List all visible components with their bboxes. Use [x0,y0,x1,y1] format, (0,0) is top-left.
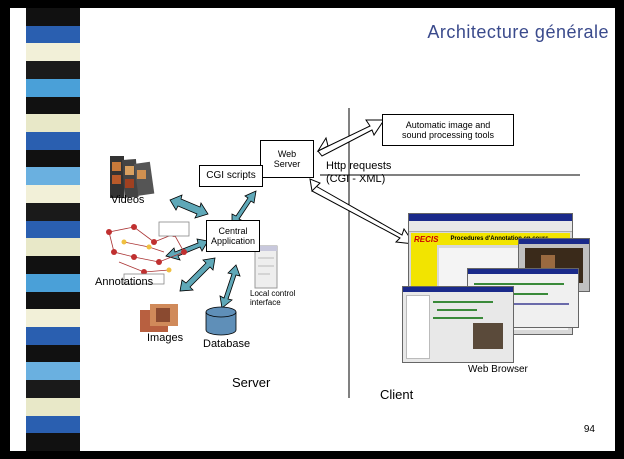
central-application-box: Central Application [206,220,260,252]
diagram-canvas [106,108,580,398]
slide: Architecture générale [10,8,615,451]
http-protocol-label: (CGI - XML) [326,173,386,185]
arrow-db-central [219,264,241,309]
browser-window-annotation [402,286,514,363]
arrow-to-tools [317,119,385,157]
images-label: Images [147,332,184,344]
arrow-images-central [179,257,216,292]
arrow-client-left [309,178,321,193]
database-label: Database [203,338,251,350]
local-control-screen-icon [254,245,278,289]
decorative-stripe [26,8,80,451]
annotation-graph-icon [106,221,190,285]
annotations-label: Annotations [95,276,154,288]
videos-label: Videos [111,194,145,206]
web-browser-label: Web Browser [468,364,528,375]
web-server-box: Web Server [260,140,314,178]
server-label: Server [232,375,271,390]
images-icon [140,304,178,332]
arrow-cgi-central [231,190,257,227]
slide-title: Architecture générale [427,22,609,42]
local-control-label: Local control interface [250,289,296,307]
film-icon [110,156,155,198]
browser-header-text: Procedures d'Annotation en cours [450,236,549,242]
http-requests-label: Http requests [326,160,392,172]
arrow-tools-left [316,136,329,153]
database-icon [205,306,237,336]
arrow-videos-central [169,194,209,219]
client-label: Client [380,387,414,402]
cgi-scripts-box: CGI scripts [199,165,263,187]
page-number: 94 [583,424,595,435]
processing-tools-box: Automatic image and sound processing too… [382,114,514,146]
recis-brand: RECIS [414,234,439,244]
arrow-to-client [311,184,416,245]
